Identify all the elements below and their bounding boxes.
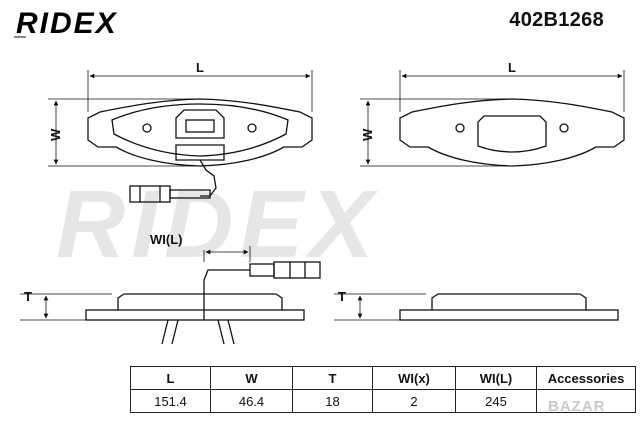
specs-value-wi-x: 2: [372, 389, 456, 413]
specs-header-row: L W T WI(x) WI(L) Accessories: [130, 366, 636, 390]
dimension-label-L-left: L: [196, 60, 204, 75]
specs-header-L: L: [130, 366, 211, 390]
brake-pad-drawing: L W L W WI(L) T T: [20, 60, 625, 345]
specs-value-row: 151.4 46.4 18 2 245: [130, 389, 636, 413]
dimension-label-T-right: T: [338, 289, 346, 304]
left-pad-side-view: [85, 261, 321, 345]
dimension-label-W-right: W: [360, 128, 375, 141]
specs-header-T: T: [292, 366, 373, 390]
specs-header-wi-x: WI(x): [372, 366, 456, 390]
specs-value-wi-l: 245: [455, 389, 537, 413]
specs-header-accessories: Accessories: [536, 366, 636, 390]
left-pad-front-view: [87, 98, 313, 203]
specs-value-W: 46.4: [210, 389, 293, 413]
part-number: 402B1268: [509, 9, 604, 31]
dimension-label-T-left: T: [24, 289, 32, 304]
dimension-label-L-right: L: [508, 60, 516, 75]
right-pad-side-view: [399, 293, 619, 321]
specs-value-accessories: [536, 389, 636, 413]
bazar-watermark-stamp: BAZAR: [548, 398, 606, 415]
specs-table: L W T WI(x) WI(L) Accessories 151.4 46.4…: [130, 366, 636, 413]
specs-value-T: 18: [292, 389, 373, 413]
dimension-label-wi-l: WI(L): [150, 232, 182, 247]
svg-text:RIDEX: RIDEX: [16, 7, 118, 40]
specs-header-W: W: [210, 366, 293, 390]
specs-header-wi-l: WI(L): [455, 366, 537, 390]
specs-value-L: 151.4: [130, 389, 211, 413]
right-pad-back-view: [399, 98, 625, 167]
ridex-logo: RIDEX: [14, 7, 118, 40]
dimension-label-W-left: W: [48, 128, 63, 141]
